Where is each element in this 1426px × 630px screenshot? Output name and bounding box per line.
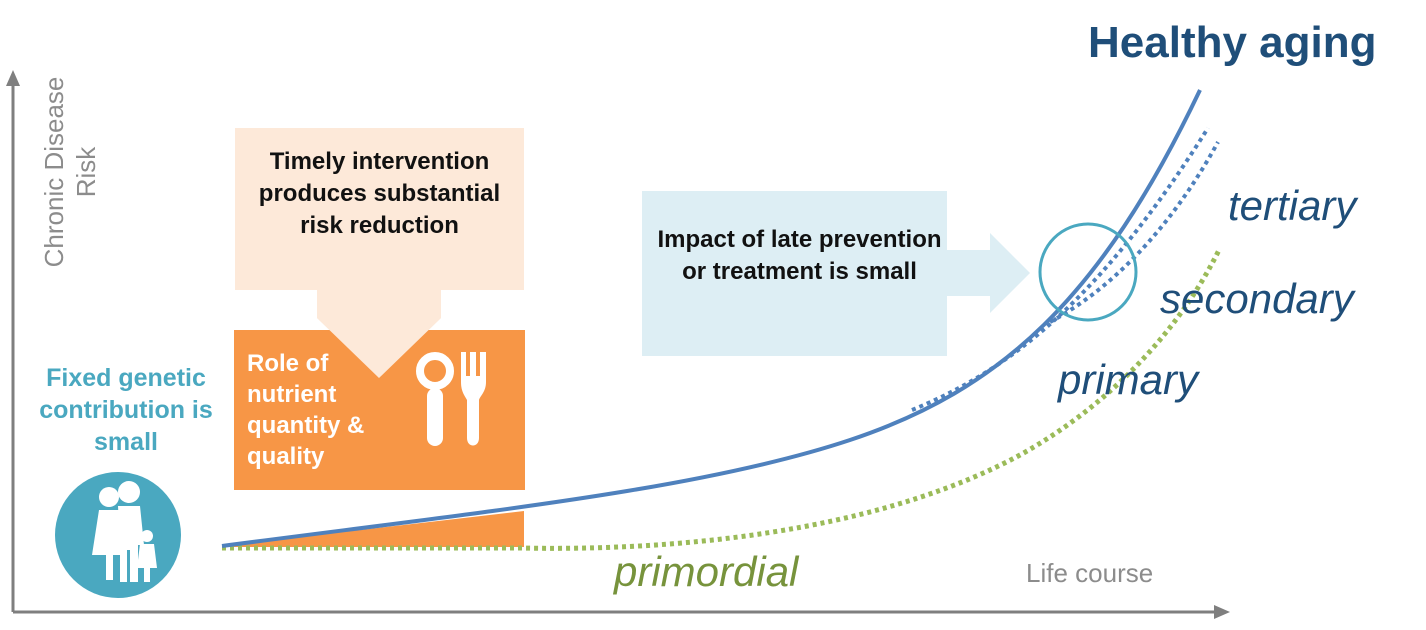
stage-primordial-label: primordial xyxy=(614,548,799,595)
timely-arrow-shape xyxy=(235,128,524,378)
stage-tertiary-label: tertiary xyxy=(1228,182,1357,229)
late-prevention-text: Impact of late prevention or treatment i… xyxy=(657,226,942,285)
late-arrow-shape xyxy=(642,191,1030,356)
intervention-circle xyxy=(1038,222,1138,322)
x-axis-label: Life course xyxy=(1026,558,1154,588)
tertiary-branch-curve xyxy=(1049,141,1220,324)
genetic-contribution-label: Fixed genetic contribution is small xyxy=(39,364,213,456)
secondary-branch-curve xyxy=(911,126,1210,412)
cutlery-icon xyxy=(416,352,486,446)
nutrient-role-text: Role of nutrient quantity & quality xyxy=(247,350,365,470)
timely-arrow-neck xyxy=(345,290,413,330)
y-axis-arrow xyxy=(6,70,20,86)
risk-curve xyxy=(221,89,1202,548)
family-icon xyxy=(55,472,181,598)
stage-secondary-label: secondary xyxy=(1160,275,1354,322)
timely-arrow-tip xyxy=(317,318,441,378)
timely-intervention-text: Timely intervention produces substantial… xyxy=(258,148,501,239)
stage-primary-label: primary xyxy=(1058,356,1199,403)
primordial-curve xyxy=(222,246,1223,551)
diagram-title: Healthy aging xyxy=(1088,18,1377,67)
x-axis-arrow xyxy=(1214,605,1230,619)
